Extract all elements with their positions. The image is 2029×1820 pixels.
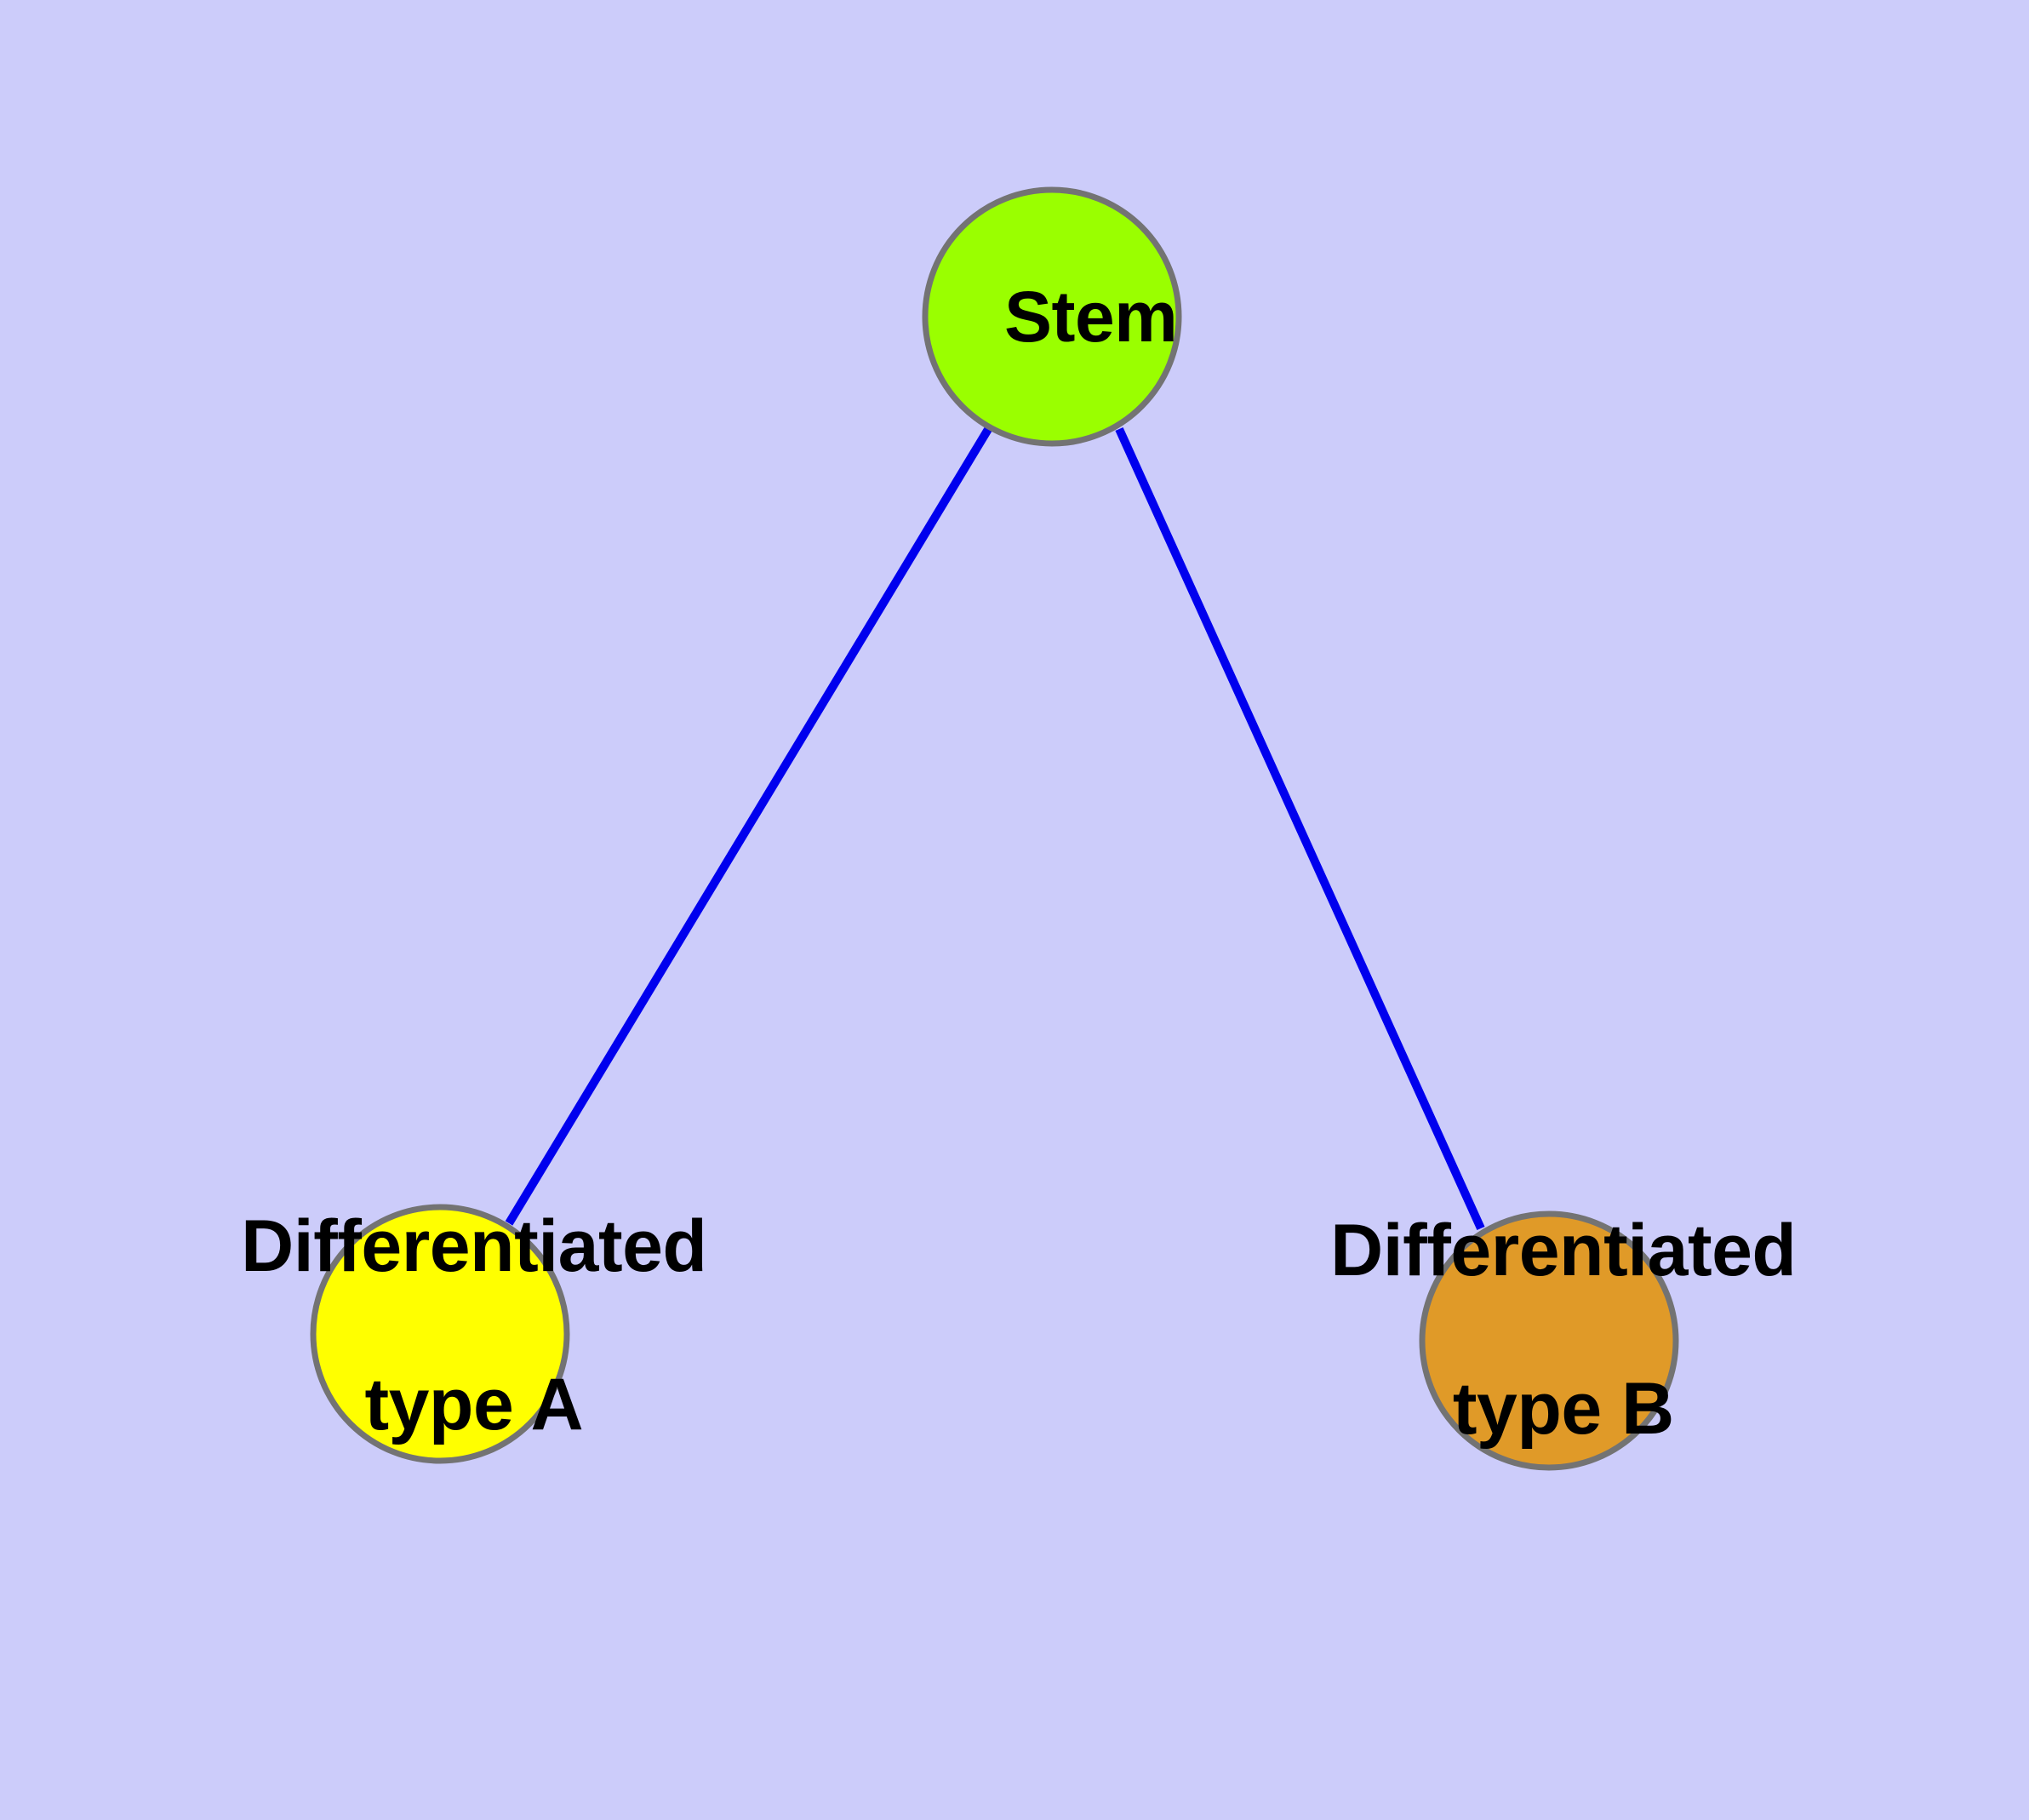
node-stem[interactable] — [922, 186, 1182, 447]
edge-stem-to-type-b[interactable] — [1115, 426, 1485, 1231]
edge-stem-to-type-a[interactable] — [505, 424, 994, 1226]
node-layer — [310, 186, 1679, 1471]
edge-layer — [505, 424, 1485, 1231]
node-differentiated-type-a[interactable] — [310, 1204, 570, 1464]
node-differentiated-type-b[interactable] — [1419, 1210, 1679, 1471]
